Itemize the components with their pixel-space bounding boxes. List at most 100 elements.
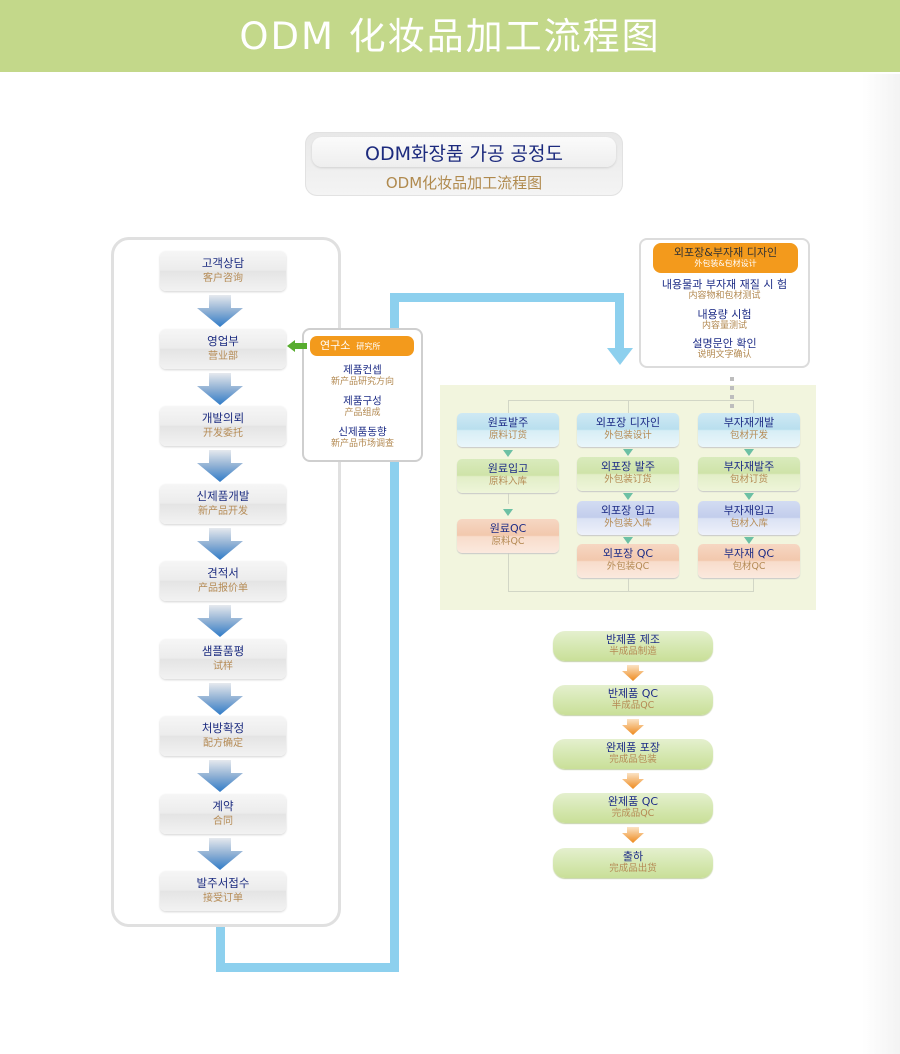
- arrow-down-icon: [622, 665, 644, 681]
- arrow-down-icon: [622, 719, 644, 735]
- merge-line-right: [753, 578, 754, 592]
- lab-title-chinese: 研究所: [356, 342, 381, 351]
- connector-top-horizontal: [390, 293, 624, 302]
- flow-step-korean: 개발의뢰: [201, 411, 245, 425]
- flow-step-korean: 계약: [212, 799, 234, 813]
- dotted-connector: [730, 386, 734, 390]
- flow-step-chinese: 新产品开发: [198, 506, 248, 517]
- dotted-connector: [730, 404, 734, 408]
- diagram-title-chinese: ODM化妆品加工流程图: [385, 174, 543, 192]
- branch-line-mid-top: [628, 400, 629, 414]
- flow-step-korean: 처방확정: [201, 721, 245, 735]
- page-title: ODM 化妆品加工流程图: [239, 15, 661, 58]
- flow-step: 처방확정 配方确定: [160, 716, 286, 756]
- flow-step-chinese: 配方确定: [203, 738, 243, 749]
- flow-step-chinese: 营业部: [208, 351, 238, 362]
- step-chinese: 外包装订货: [604, 474, 652, 485]
- step-chinese: 包材入库: [729, 518, 768, 529]
- flow-step-korean: 신제품개발: [196, 489, 250, 503]
- merge-line-bottom: [508, 591, 754, 592]
- arrow-down-icon: [744, 449, 754, 456]
- step-chinese: 原料入库: [488, 476, 527, 487]
- step-chinese: 原料QC: [491, 536, 525, 547]
- flow-step: 신제품개발 新产品开发: [160, 484, 286, 524]
- step-korean: 부자재입고: [723, 504, 775, 517]
- diagram-title-korean: ODM화장품 가공 공정도: [365, 143, 563, 165]
- flow-step-korean: 영업부: [207, 334, 239, 348]
- arrow-down-icon: [197, 838, 243, 870]
- flow-step-chinese: 客户咨询: [203, 273, 243, 284]
- lab-header: 연구소 研究所: [310, 336, 414, 356]
- flow-step-chinese: 接受订单: [203, 893, 243, 904]
- step-korean: 부자재 QC: [723, 547, 775, 560]
- arrow-down-icon: [197, 605, 243, 637]
- step-korean: 원료입고: [487, 462, 529, 475]
- diagram-title-inner: [312, 137, 616, 167]
- arrow-down-icon: [623, 449, 633, 456]
- step-chinese: 完成品包装: [609, 754, 657, 765]
- arrow-down-icon: [197, 528, 243, 560]
- arrow-down-icon: [197, 450, 243, 482]
- arrow-down-icon: [503, 509, 513, 516]
- step-chinese: 外包装设计: [604, 430, 652, 441]
- step-korean: 외포장 입고: [600, 504, 656, 517]
- flow-step-chinese: 开发委托: [203, 428, 243, 439]
- step-korean: 원료QC: [489, 522, 527, 535]
- flow-step-korean: 샘플품평: [201, 644, 245, 658]
- merge-line-mid: [628, 578, 629, 592]
- step-korean: 원료발주: [487, 416, 529, 429]
- step-korean: 외포장 QC: [602, 547, 654, 560]
- step-chinese: 完成品出货: [609, 863, 657, 874]
- page-edge-shadow: [862, 74, 900, 1054]
- step-korean: 반제품 제조: [605, 633, 661, 646]
- arrow-down-icon: [623, 493, 633, 500]
- step-korean: 외포장 발주: [600, 460, 656, 473]
- step-chinese: 半成品QC: [611, 700, 655, 711]
- dotted-connector: [730, 395, 734, 399]
- connector-arrowhead-icon: [607, 348, 633, 365]
- step-chinese: 原料订货: [488, 430, 527, 441]
- merge-line-left: [508, 552, 509, 592]
- branch-line-top: [508, 400, 754, 401]
- arrow-left-icon: [287, 340, 307, 352]
- step-korean: 부자재개발: [723, 416, 775, 429]
- step-chinese: 包材QC: [732, 561, 766, 572]
- arrow-down-icon: [197, 683, 243, 715]
- step-korean: 부자재발주: [723, 460, 775, 473]
- flow-step-korean: 발주서접수: [196, 876, 250, 890]
- lab-title-korean: 연구소: [320, 339, 351, 352]
- step-korean: 반제품 QC: [607, 687, 659, 700]
- connector-bottom-left-vertical: [216, 920, 225, 972]
- step-chinese: 包材开发: [729, 430, 768, 441]
- arrow-down-icon: [622, 773, 644, 789]
- step-korean: 완제품 QC: [607, 795, 659, 808]
- connector-right-vertical: [390, 293, 399, 972]
- arrow-down-icon: [197, 295, 243, 327]
- arrow-down-icon: [623, 536, 633, 544]
- connector-down-stem: [615, 293, 624, 351]
- header-band: [0, 0, 900, 72]
- step-chinese: 包材订货: [729, 474, 768, 485]
- flow-step-korean: 견적서: [207, 566, 239, 580]
